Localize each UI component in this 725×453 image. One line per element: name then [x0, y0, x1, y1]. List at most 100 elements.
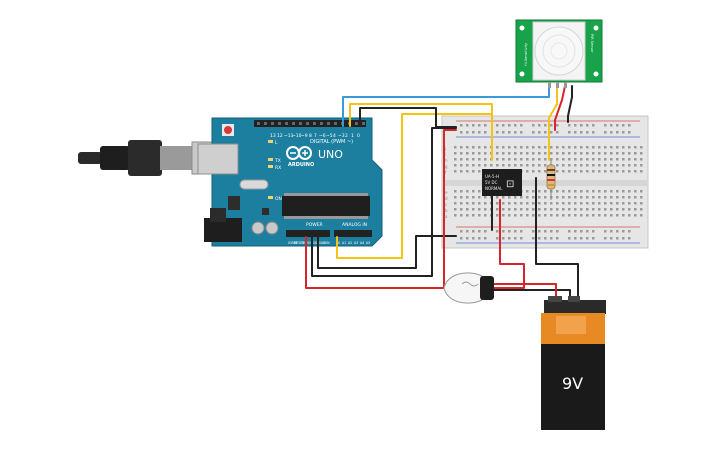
- breadboard-hole: [544, 196, 547, 199]
- breadboard-hole: [622, 214, 625, 217]
- rail-hole: [484, 230, 487, 233]
- rail-hole: [538, 124, 541, 127]
- breadboard-hole: [478, 214, 481, 217]
- breadboard-hole: [460, 208, 463, 211]
- breadboard-hole: [640, 214, 643, 217]
- rail-hole: [628, 237, 631, 240]
- breadboard-hole: [556, 196, 559, 199]
- rail-hole: [550, 230, 553, 233]
- breadboard-hole: [472, 152, 475, 155]
- breadboard-hole: [568, 164, 571, 167]
- rail-hole: [622, 131, 625, 134]
- breadboard-hole: [586, 152, 589, 155]
- breadboard-hole: [598, 202, 601, 205]
- breadboard-hole: [586, 196, 589, 199]
- breadboard-hole: [610, 214, 613, 217]
- arduino-logo-icon: [286, 146, 312, 160]
- breadboard-hole: [580, 214, 583, 217]
- breadboard-hole: [502, 146, 505, 149]
- pin-label: 7: [314, 133, 317, 139]
- breadboard-hole: [640, 164, 643, 167]
- breadboard-hole: [454, 158, 457, 161]
- breadboard-hole: [580, 170, 583, 173]
- pin-label: A5: [366, 241, 370, 245]
- breadboard-hole: [640, 190, 643, 193]
- breadboard-hole: [562, 208, 565, 211]
- breadboard-hole: [586, 190, 589, 193]
- pin-label: 12: [277, 133, 283, 139]
- digital-pin-labels: 13 12 ~11 ~10 ~9 8 7 ~6 ~5 4 ~3 2 1 0: [270, 133, 360, 139]
- pin-label: A0: [336, 241, 340, 245]
- breadboard-hole: [604, 208, 607, 211]
- rail-hole: [580, 230, 583, 233]
- rail-hole: [610, 124, 613, 127]
- rail-hole: [520, 131, 523, 134]
- breadboard-hole: [634, 158, 637, 161]
- tx-label: TX: [274, 158, 281, 164]
- pin-label: 4: [333, 133, 336, 139]
- pin-label: IOREF: [288, 241, 298, 245]
- rail-hole: [478, 124, 481, 127]
- breadboard-hole: [616, 170, 619, 173]
- breadboard-hole: [520, 164, 523, 167]
- breadboard-hole: [640, 202, 643, 205]
- light-bulb: [443, 272, 494, 304]
- pin-label: VIN: [324, 241, 330, 245]
- rail-hole: [580, 124, 583, 127]
- breadboard-hole: [568, 158, 571, 161]
- breadboard-hole: [472, 214, 475, 217]
- breadboard-hole: [478, 196, 481, 199]
- brand-label: ARDUINO: [288, 162, 314, 168]
- breadboard-hole: [592, 208, 595, 211]
- breadboard-hole: [586, 170, 589, 173]
- breadboard-hole: [610, 190, 613, 193]
- breadboard-hole: [472, 158, 475, 161]
- breadboard-hole: [634, 214, 637, 217]
- rail-hole: [580, 131, 583, 134]
- breadboard-hole: [532, 146, 535, 149]
- breadboard-hole: [586, 146, 589, 149]
- breadboard-hole: [526, 164, 529, 167]
- breadboard-hole: [568, 190, 571, 193]
- breadboard-hole: [622, 202, 625, 205]
- breadboard-hole: [622, 196, 625, 199]
- breadboard-hole: [460, 202, 463, 205]
- breadboard-hole: [610, 146, 613, 149]
- breadboard-hole: [460, 164, 463, 167]
- breadboard-hole: [496, 164, 499, 167]
- breadboard-hole: [532, 196, 535, 199]
- breadboard-hole: [544, 158, 547, 161]
- rail-hole: [520, 230, 523, 233]
- rail-hole: [604, 237, 607, 240]
- breadboard-hole: [532, 190, 535, 193]
- breadboard-hole: [532, 158, 535, 161]
- breadboard-hole: [604, 164, 607, 167]
- rail-hole: [502, 131, 505, 134]
- rail-hole: [586, 237, 589, 240]
- breadboard-hole: [634, 146, 637, 149]
- breadboard-hole: [574, 208, 577, 211]
- breadboard-hole: [640, 170, 643, 173]
- breadboard-hole: [610, 170, 613, 173]
- breadboard-hole: [592, 158, 595, 161]
- breadboard-hole: [634, 202, 637, 205]
- breadboard-hole: [556, 164, 559, 167]
- rail-hole: [460, 124, 463, 127]
- breadboard-hole: [526, 146, 529, 149]
- rail-hole: [514, 237, 517, 240]
- breadboard-hole: [610, 158, 613, 161]
- row-letter: d: [445, 196, 448, 201]
- breadboard-hole: [628, 214, 631, 217]
- resistor: [546, 160, 556, 200]
- rail-hole: [484, 237, 487, 240]
- breadboard-hole: [520, 196, 523, 199]
- breadboard-hole: [538, 146, 541, 149]
- breadboard-hole: [478, 208, 481, 211]
- breadboard-hole: [466, 208, 469, 211]
- breadboard-hole: [538, 170, 541, 173]
- breadboard-hole: [484, 208, 487, 211]
- breadboard-hole: [466, 152, 469, 155]
- rail-hole: [616, 124, 619, 127]
- breadboard-hole: [514, 152, 517, 155]
